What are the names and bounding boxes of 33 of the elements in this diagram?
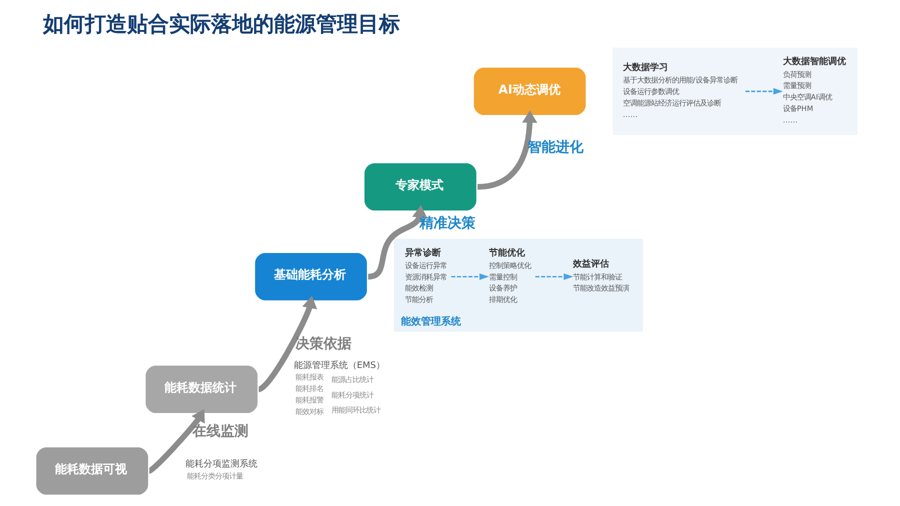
arrow: [451, 273, 489, 280]
label: 能源管理系统（EMS）: [294, 360, 385, 371]
node-box: 能耗数据统计: [146, 366, 258, 414]
edge-label: 智能进化: [527, 139, 584, 156]
cluster: [612, 48, 858, 136]
node-text: 异常诊断 设备运行异常 资源消耗异常 能效检测 节能分析: [404, 248, 447, 304]
edge-label: 在线监测: [192, 424, 249, 440]
label: 能耗分类分项计量: [186, 472, 243, 481]
node-text: 节能优化 控制策略优化 需量控制 设备养护 排期优化: [488, 248, 531, 304]
label: 能效对标: [295, 407, 324, 416]
label: 能耗分项统计: [331, 390, 374, 400]
node-box: 基础能耗分析: [255, 253, 367, 300]
arrow: [745, 88, 783, 95]
label: 能耗分项监测系统: [185, 460, 258, 470]
arrow: [258, 296, 318, 392]
edge-label: 决策依据: [295, 336, 352, 352]
node-box: AI动态调优: [474, 68, 586, 116]
arrow: [535, 273, 574, 280]
node-box: 专家模式: [364, 163, 476, 211]
node-text: 大数据智能调优 负荷预测 需量预测 中央空调AI调优 设备PHM ……: [782, 57, 846, 125]
edge-label: 精准决策: [420, 215, 476, 232]
label: 能源占比统计: [331, 374, 374, 384]
arrow: [148, 409, 205, 474]
label: 用能同环比统计: [331, 405, 380, 414]
label: 能耗排名: [295, 384, 324, 394]
diagram-title: 如何打造贴合实际落地的能源管理目标: [42, 12, 400, 37]
arrow: [477, 110, 538, 190]
node-text: 效益评估 节能计算和验证 节能改造效益预演: [573, 260, 630, 293]
node-box: 能耗数据可视: [36, 447, 148, 495]
arrow: [368, 205, 428, 280]
label: 能耗报警: [295, 396, 324, 405]
node-text: 大数据学习 基于大数据分析的用能/设备异常诊断 设备运行参数调优 空调能源站经济运行评估及诊断 ……: [622, 62, 738, 119]
label: 能耗报表: [295, 372, 324, 382]
